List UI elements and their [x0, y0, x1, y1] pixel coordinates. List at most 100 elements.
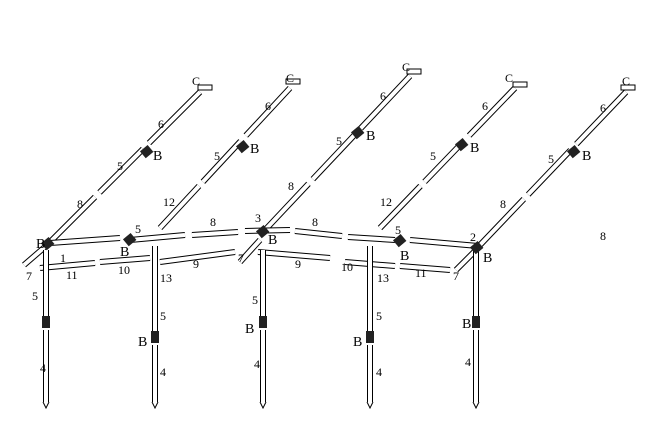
rafter-segment — [310, 132, 358, 182]
pole-number-label: 13 — [160, 271, 172, 285]
corner-brace — [22, 243, 48, 268]
pole-number-label: 7 — [453, 269, 459, 283]
connector-label-b: B — [153, 149, 162, 164]
connector-label-b: B — [582, 149, 591, 164]
pole-number-label: 4 — [40, 361, 46, 375]
leg-connector — [472, 316, 480, 328]
rafter-segment — [157, 183, 202, 231]
leg-foot — [259, 401, 267, 410]
rafter-segment — [466, 85, 518, 138]
cap-label-c: C — [402, 60, 410, 74]
connector-joint — [350, 125, 365, 140]
pole-number-label: 8 — [210, 215, 216, 229]
upper-eave-segment — [294, 228, 343, 239]
pole-number-label: 5 — [336, 134, 342, 148]
rafter-segment — [200, 139, 243, 184]
pole-number-label: 6 — [482, 99, 488, 113]
pole-number-label: 5 — [252, 293, 258, 307]
pole-number-label: 10 — [341, 260, 353, 274]
leg-connector — [151, 331, 159, 343]
rafter-segment — [262, 181, 311, 233]
connector-label-b: B — [120, 245, 129, 260]
lower-eave-segment — [257, 249, 331, 261]
connector-joint — [235, 139, 250, 154]
rafter-segment — [574, 89, 629, 147]
pole-number-label: 3 — [255, 211, 261, 225]
lower-eave-segment — [159, 249, 236, 265]
rafter-segment — [47, 194, 98, 245]
rafter-segment — [243, 85, 293, 138]
pole-number-label: 8 — [600, 229, 606, 243]
upper-eave-segment — [49, 235, 121, 246]
pole-number-label: 5 — [430, 149, 436, 163]
connector-label-b: B — [250, 142, 259, 157]
cap-label-c: C — [192, 74, 200, 88]
lower-eave-segment — [39, 260, 96, 271]
cap-fitting — [512, 81, 528, 88]
cap-fitting — [285, 78, 301, 85]
cap-label-c: C — [622, 74, 630, 88]
pole-number-label: 12 — [380, 195, 392, 209]
pole-number-label: 4 — [254, 357, 260, 371]
leg-connector — [259, 316, 267, 328]
connector-joint — [566, 144, 581, 159]
leg-foot — [366, 401, 374, 410]
cap-fitting — [406, 68, 422, 75]
pole-number-label: 6 — [158, 117, 164, 131]
pole-number-label: 1 — [60, 251, 66, 265]
pole-number-label: 11 — [415, 266, 427, 280]
leg-connector — [366, 331, 374, 343]
pole-number-label: 5 — [214, 149, 220, 163]
rafter-segment — [146, 89, 203, 146]
pole-number-label: 5 — [32, 289, 38, 303]
connector-label-b: B — [353, 335, 362, 350]
connector-label-b: B — [245, 322, 254, 337]
connector-joint — [255, 224, 270, 239]
pole-number-label: 7 — [26, 269, 32, 283]
pole-number-label: 11 — [66, 268, 78, 282]
connector-joint — [139, 144, 154, 159]
connector-joint — [122, 232, 137, 247]
leg-foot — [151, 401, 159, 410]
pole-number-label: 5 — [160, 309, 166, 323]
upper-eave-segment — [409, 237, 479, 249]
lower-eave-segment — [99, 255, 151, 265]
pole-number-label: 6 — [265, 99, 271, 113]
connector-label-b: B — [400, 249, 409, 264]
upper-eave-segment — [129, 232, 186, 243]
cap-fitting — [197, 84, 213, 91]
connector-label-b: B — [268, 233, 277, 248]
leg-foot — [472, 401, 480, 410]
rafter-segment — [422, 139, 466, 184]
pole-number-label: 4 — [160, 365, 166, 379]
pole-number-label: 2 — [470, 230, 476, 244]
rafter-segment — [477, 197, 526, 248]
pole-number-label: 8 — [312, 215, 318, 229]
pole-number-label: 4 — [465, 355, 471, 369]
pole-number-label: 10 — [118, 263, 130, 277]
cap-label-c: C — [505, 71, 513, 85]
pole-number-label: 7 — [238, 251, 244, 265]
cap-label-c: C — [286, 71, 294, 85]
cap-fitting — [620, 84, 636, 91]
leg-foot — [42, 401, 50, 410]
connector-joint — [40, 236, 55, 251]
connector-joint — [454, 137, 469, 152]
pole-number-label: 9 — [295, 257, 301, 271]
pole-number-label: 8 — [500, 197, 506, 211]
joints — [40, 68, 636, 343]
rafter-segment — [377, 183, 423, 231]
pole-number-label: 5 — [117, 159, 123, 173]
pole-number-label: 5 — [135, 222, 141, 236]
rafter-segment — [97, 146, 146, 195]
connector-label-b: B — [470, 141, 479, 156]
connector-label-b: B — [36, 237, 45, 252]
connector-joint — [392, 233, 407, 248]
corner-brace — [237, 237, 263, 265]
pole-number-label: 8 — [288, 179, 294, 193]
pole-number-label: 8 — [77, 197, 83, 211]
connector-label-b: B — [138, 335, 147, 350]
